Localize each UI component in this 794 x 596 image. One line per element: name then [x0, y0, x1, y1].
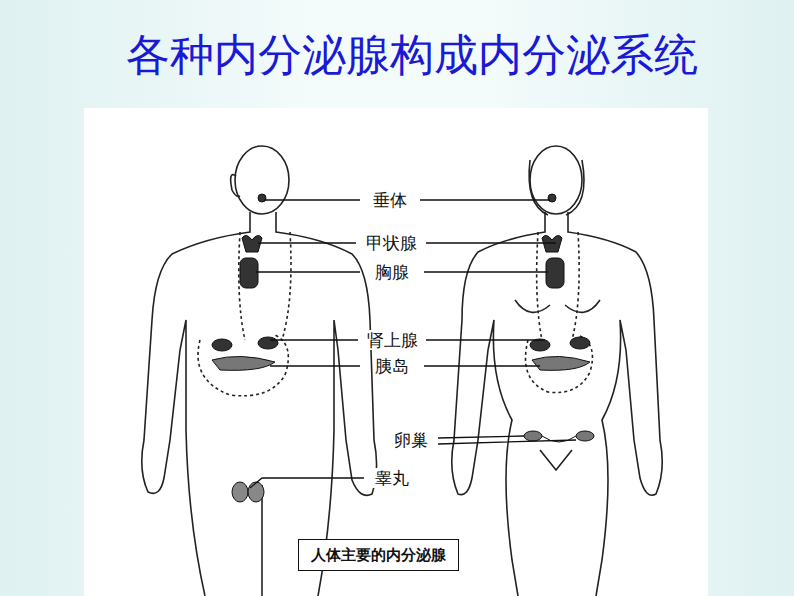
- gland-label: 胰岛: [373, 356, 411, 376]
- gland-label: 胸腺: [373, 262, 411, 282]
- female-figure: [452, 146, 663, 596]
- slide-title: 各种内分泌腺构成内分泌系统: [126, 31, 698, 79]
- gland-label: 卵巢: [392, 430, 430, 450]
- gland-label: 肾上腺: [365, 330, 420, 350]
- male-glands: [212, 194, 278, 502]
- figure-caption: 人体主要的内分泌腺: [298, 539, 459, 571]
- gland-label: 睾丸: [373, 468, 411, 488]
- white-panel: [84, 108, 708, 596]
- leader-lines: [250, 200, 576, 488]
- female-glands: [524, 194, 594, 442]
- gland-label: 垂体: [371, 190, 409, 210]
- male-figure: [142, 146, 377, 596]
- gland-label: 甲状腺: [364, 233, 419, 253]
